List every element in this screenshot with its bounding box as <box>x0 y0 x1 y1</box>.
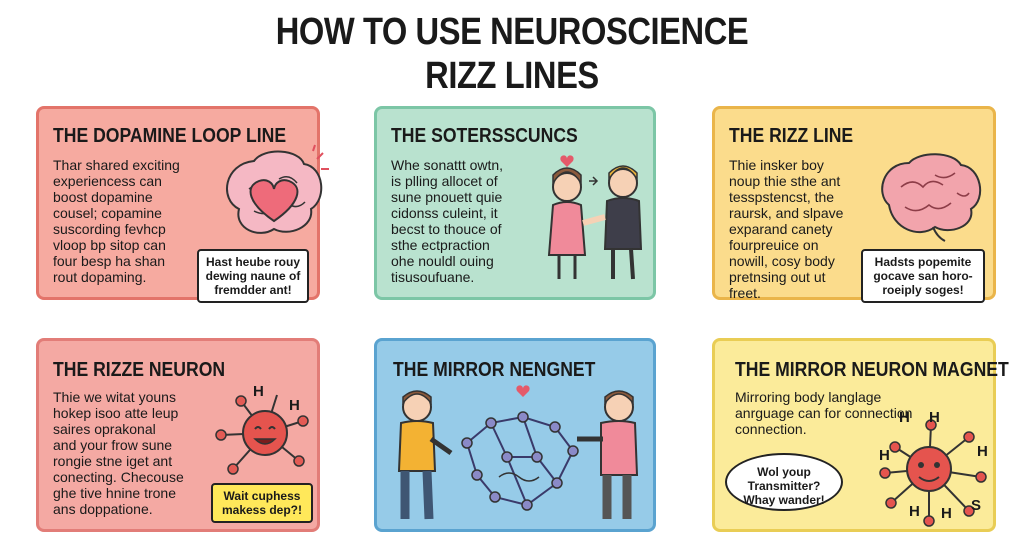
card-heading: THE SOTERSSCUNCS <box>391 125 578 147</box>
card-sotersscuncs: THE SOTERSSCUNCS Whe sonattt owtn, is pl… <box>374 106 656 300</box>
brain-heart-icon <box>226 144 329 234</box>
neuron-icon <box>215 394 309 475</box>
atom-label: H <box>253 383 264 400</box>
neuron-magnet-icon <box>879 419 987 527</box>
page-title: HOW TO USE NEUROSCIENCE RIZZ LINES <box>72 10 953 98</box>
card-body: Thie insker boy noup thie sthe ant tessp… <box>729 157 844 301</box>
card-heading: THE MIRROR NENGNET <box>393 359 596 381</box>
brain-icon <box>881 153 981 242</box>
mirror-network-icon <box>397 385 639 520</box>
atom-label: H <box>899 409 910 426</box>
title-line-2: RIZZ LINES <box>425 55 599 97</box>
card-rizz-line: THE RIZZ LINE Thie insker boy noup thie … <box>712 106 996 303</box>
card-mirror-neuron-magnet: THE MIRROR NEURON MAGNET Mirroring body … <box>712 338 1009 532</box>
title-line-1: HOW TO USE NEUROSCIENCE <box>275 11 749 53</box>
atom-label: S <box>971 497 982 514</box>
card-body: Thie we witat youns hokep isoo atte leup… <box>53 389 184 517</box>
atom-label: H <box>879 447 890 464</box>
atom-label: H <box>929 409 940 426</box>
atom-label: H <box>289 397 300 414</box>
card-heading: THE MIRROR NEURON MAGNET <box>735 359 1009 381</box>
speech-bubble: Wait cuphess makess dep?! <box>211 483 313 523</box>
card-body: Mirroring body langlage anrguage can for… <box>735 389 913 437</box>
card-heading: THE DOPAMINE LOOP LINE <box>53 125 287 147</box>
card-mirror-nengnet: THE MIRROR NENGNET <box>374 338 656 532</box>
atom-label: H <box>941 505 952 522</box>
card-heading: THE RIZZ LINE <box>729 125 854 147</box>
atom-label: H <box>977 443 988 460</box>
card-rizze-neuron: THE RIZZE NEURON Thie we witat youns hok… <box>36 338 320 532</box>
speech-bubble: Hast heube rouy dewing naune of fremdder… <box>197 249 309 303</box>
speech-bubble: Hadsts popemite gocave san horo- roeiply… <box>861 249 985 303</box>
speech-bubble: Wol youp Transmitter? Whay wander! <box>725 453 843 511</box>
atom-label: H <box>909 503 920 520</box>
card-body: Thar shared exciting experiencess can bo… <box>53 157 180 285</box>
couple-icon <box>547 155 643 280</box>
card-body: Whe sonattt owtn, is plling allocet of s… <box>391 157 504 285</box>
card-dopamine-loop: THE DOPAMINE LOOP LINE Thar shared excit… <box>36 106 329 303</box>
card-heading: THE RIZZE NEURON <box>53 359 226 381</box>
